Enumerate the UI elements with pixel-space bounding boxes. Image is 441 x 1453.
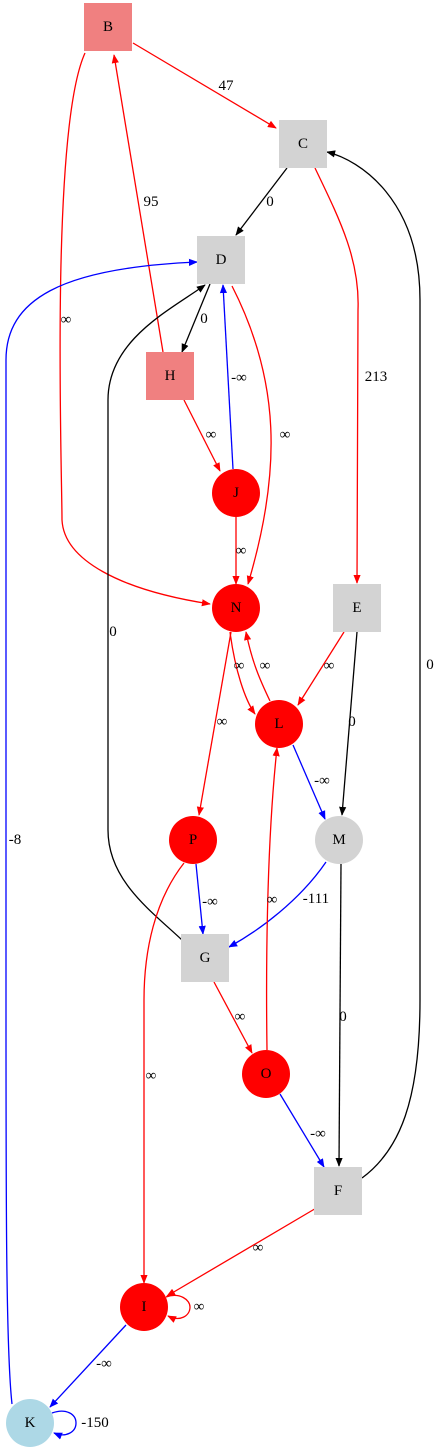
edge-label-j-to-d: -∞ xyxy=(231,370,247,386)
node-label-c: C xyxy=(298,136,308,152)
edge-l-to-m xyxy=(292,744,326,820)
edge-j-to-d xyxy=(219,284,234,470)
edge-label-i-to-i: ∞ xyxy=(194,1299,205,1315)
edge-e-to-l xyxy=(297,631,345,706)
edge-label-e-to-m: 0 xyxy=(348,714,356,730)
edge-label-h-to-j: ∞ xyxy=(206,427,217,443)
edge-label-c-to-e: 213 xyxy=(365,369,388,385)
edge-label-i-to-k: -∞ xyxy=(96,1356,112,1372)
edge-label-n-to-l: ∞ xyxy=(234,658,245,674)
node-label-i: I xyxy=(142,1299,147,1315)
node-label-b: B xyxy=(103,19,113,35)
edge-label-d-to-h: 0 xyxy=(200,311,208,327)
edge-e-to-m xyxy=(339,631,358,816)
edge-label-f-to-c: 0 xyxy=(426,657,434,673)
edge-d-to-h xyxy=(181,283,211,353)
node-m xyxy=(315,816,363,864)
node-o xyxy=(242,1050,290,1098)
edge-label-o-to-l: ∞ xyxy=(267,892,278,908)
node-k xyxy=(6,1399,54,1447)
edge-label-k-to-d: -8 xyxy=(9,832,22,848)
edge-label-n-to-p: ∞ xyxy=(217,714,228,730)
edge-m-to-g xyxy=(228,861,327,948)
edge-label-b-to-n: ∞ xyxy=(61,312,72,328)
edge-label-j-to-n: ∞ xyxy=(236,543,247,559)
edge-label-c-to-d: 0 xyxy=(266,194,274,210)
edge-f-to-i xyxy=(166,1206,319,1297)
edge-labels-layer: 47 0 95 ∞ 0 -∞ ∞ ∞ 213 ∞ ∞ ∞ ∞ 0 -∞ ∞ 0 -∞ -111 ∞ ∞ 0 -∞ 0 ∞ ∞ ∞ -∞… xyxy=(9,78,434,1431)
edge-p-to-g xyxy=(195,863,206,935)
nodes-layer: B C D H J N E L M P G O F I K xyxy=(6,3,381,1447)
node-d xyxy=(197,236,245,284)
node-label-l: L xyxy=(274,716,283,732)
edge-label-p-to-i: ∞ xyxy=(146,1068,157,1084)
node-i xyxy=(120,1283,168,1331)
edge-o-to-l xyxy=(265,747,280,1051)
edge-f-to-c xyxy=(326,150,421,1179)
node-h xyxy=(146,352,194,400)
node-label-h: H xyxy=(165,368,176,384)
edge-i-to-k xyxy=(49,1324,127,1408)
edge-label-o-to-f: -∞ xyxy=(310,1126,326,1142)
node-p xyxy=(169,816,217,864)
node-label-m: M xyxy=(332,832,345,848)
edge-label-b-to-c: 47 xyxy=(219,78,235,94)
edge-d-to-n xyxy=(231,285,272,585)
edge-label-l-to-n: ∞ xyxy=(260,658,271,674)
edge-label-m-to-f: 0 xyxy=(339,1009,347,1025)
node-j xyxy=(212,469,260,517)
edge-b-to-n xyxy=(59,52,211,607)
edge-m-to-f xyxy=(335,863,343,1167)
node-f xyxy=(314,1167,362,1215)
node-c xyxy=(279,120,327,168)
node-label-o: O xyxy=(261,1066,272,1082)
edge-label-g-to-o: ∞ xyxy=(235,1009,246,1025)
node-label-d: D xyxy=(216,252,227,268)
node-label-g: G xyxy=(200,950,211,966)
edge-label-d-to-n: ∞ xyxy=(280,427,291,443)
edge-h-to-j xyxy=(183,399,221,472)
edge-label-p-to-g: -∞ xyxy=(202,894,218,910)
edge-label-k-to-k: -150 xyxy=(81,1415,109,1431)
edge-label-l-to-m: -∞ xyxy=(314,773,330,789)
node-label-k: K xyxy=(25,1415,36,1431)
node-b xyxy=(84,3,132,51)
node-label-f: F xyxy=(334,1183,342,1199)
edge-g-to-d xyxy=(107,284,206,941)
edge-g-to-o xyxy=(213,981,253,1054)
edge-b-to-c xyxy=(132,42,277,129)
node-n xyxy=(212,584,260,632)
node-e xyxy=(333,584,381,632)
edge-label-e-to-l: ∞ xyxy=(324,658,335,674)
node-label-n: N xyxy=(231,600,242,616)
edge-c-to-d xyxy=(235,167,288,236)
edge-n-to-p xyxy=(196,631,232,816)
edge-l-to-n xyxy=(244,631,271,702)
edge-label-m-to-g: -111 xyxy=(303,891,329,907)
node-l xyxy=(255,700,303,748)
node-g xyxy=(181,934,229,982)
node-label-j: J xyxy=(233,485,239,501)
edge-n-to-l xyxy=(229,631,256,715)
edge-i-to-i xyxy=(165,1294,191,1323)
edges-layer xyxy=(5,42,421,1440)
edge-h-to-b xyxy=(111,54,164,353)
edge-label-f-to-i: ∞ xyxy=(253,1240,264,1256)
edge-p-to-i xyxy=(140,862,185,1284)
node-label-e: E xyxy=(352,600,361,616)
edge-k-to-k xyxy=(51,1410,77,1440)
edge-label-g-to-d: 0 xyxy=(109,624,117,640)
edge-o-to-f xyxy=(279,1093,325,1168)
edge-c-to-e xyxy=(314,167,361,584)
edge-k-to-d xyxy=(5,258,198,1405)
node-label-p: P xyxy=(189,832,197,848)
edge-label-h-to-b: 95 xyxy=(144,194,159,210)
